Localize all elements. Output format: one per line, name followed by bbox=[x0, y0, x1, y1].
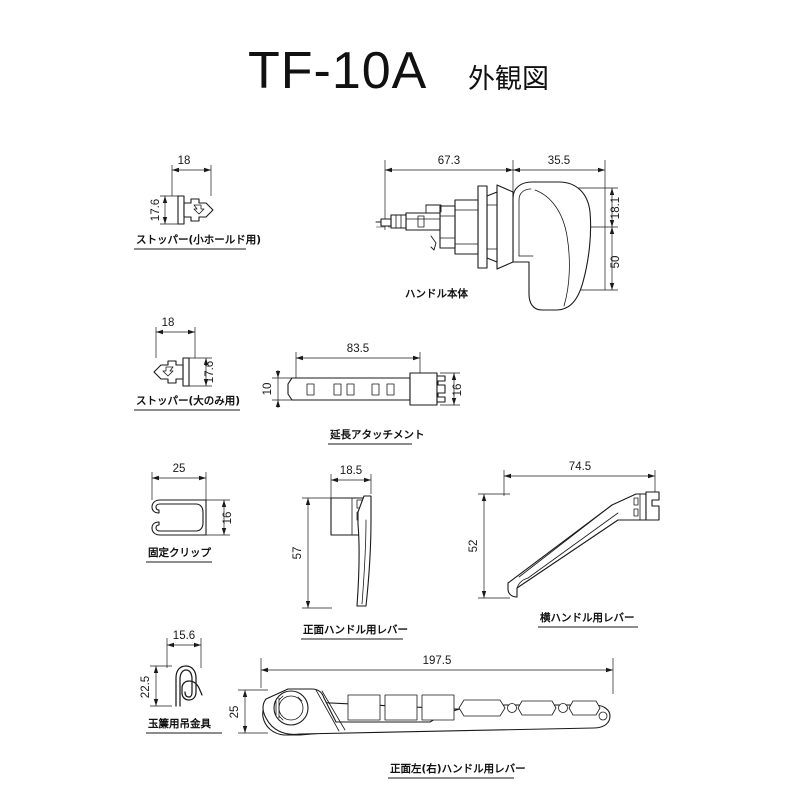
part-label: 延長アタッチメント bbox=[329, 428, 425, 441]
part-label: ストッパー(小ホールド用) bbox=[136, 233, 261, 246]
front-lever-geometry bbox=[330, 495, 372, 607]
dimension-lr-lever-length: 197.5 bbox=[260, 655, 614, 694]
dim-value: 67.3 bbox=[438, 155, 460, 167]
handle-base-geometry bbox=[477, 184, 514, 270]
handle-hex-body bbox=[439, 199, 479, 255]
dim-value: 16 bbox=[222, 512, 234, 525]
part-hanging-bracket: 15.6 22.5 玉簾用吊金具 bbox=[140, 630, 222, 734]
part-label: 玉簾用吊金具 bbox=[148, 717, 211, 730]
handle-grip-geometry bbox=[512, 181, 592, 311]
dim-value: 83.5 bbox=[347, 343, 369, 355]
dimension-stopper-small-height: 17.6 bbox=[150, 195, 178, 225]
dimension-extension-head: 16 bbox=[440, 372, 464, 406]
part-stopper-small: 18 17.6 ストッパー(小ホールド用) bbox=[134, 155, 261, 250]
part-front-lr-handle-lever: 197.5 25 bbox=[229, 655, 614, 779]
dimension-stopper-small-width: 18 bbox=[171, 155, 212, 196]
dim-value: 50 bbox=[610, 256, 622, 269]
dim-value: 10 bbox=[262, 383, 274, 396]
part-extension-attachment: 83.5 10 16 bbox=[262, 343, 464, 445]
part-front-handle-lever: 18.5 57 正面ハンドル用レバー bbox=[292, 465, 408, 640]
dimension-handle-18: 18.1 bbox=[575, 187, 622, 228]
dimension-extension-length: 83.5 bbox=[295, 343, 421, 378]
dimension-handle-67: 67.3 bbox=[384, 155, 514, 230]
handle-spindle-geometry bbox=[375, 212, 441, 231]
dim-value: 18.5 bbox=[340, 465, 362, 477]
part-side-handle-lever: 74.5 52 横ハンドル bbox=[468, 461, 660, 628]
dim-value: 197.5 bbox=[423, 655, 452, 667]
part-label: ストッパー(大のみ用) bbox=[136, 394, 240, 407]
part-stopper-large: 18 17.6 ストッパー(大のみ用) bbox=[134, 317, 240, 411]
dim-value: 22.5 bbox=[140, 676, 152, 698]
part-label: 横ハンドル用レバー bbox=[540, 611, 635, 624]
dimension-stopper-large-height: 17.6 bbox=[189, 357, 216, 387]
dim-value: 17.6 bbox=[204, 361, 216, 383]
extension-geometry bbox=[287, 372, 446, 406]
dimension-side-lever-width: 74.5 bbox=[503, 461, 656, 496]
lr-lever-geometry bbox=[262, 688, 611, 736]
dimension-clip-width: 25 bbox=[151, 463, 207, 500]
side-lever-geometry bbox=[507, 491, 660, 598]
dimension-front-lever-height: 57 bbox=[292, 497, 332, 609]
part-label: 正面ハンドル用レバー bbox=[303, 624, 408, 636]
dimension-bracket-height: 22.5 bbox=[140, 665, 172, 707]
stopper-small-geometry bbox=[177, 195, 214, 225]
dim-value: 18 bbox=[178, 155, 191, 167]
dim-value: 35.5 bbox=[548, 155, 570, 167]
clip-geometry bbox=[151, 499, 207, 536]
dim-value: 18 bbox=[162, 317, 175, 329]
dimension-stopper-large-width: 18 bbox=[155, 317, 196, 358]
dimension-lr-lever-height: 25 bbox=[229, 689, 268, 734]
dimension-handle-35: 35.5 bbox=[513, 155, 606, 290]
dimension-clip-height: 16 bbox=[206, 499, 234, 536]
dimension-front-lever-width: 18.5 bbox=[330, 465, 372, 500]
dimension-extension-thickness: 10 bbox=[262, 370, 292, 408]
dim-value: 18.1 bbox=[610, 197, 622, 219]
part-handle-body: 67.3 35.5 18.1 bbox=[375, 155, 622, 311]
handle-catch-detail bbox=[425, 204, 442, 251]
stopper-large-geometry bbox=[153, 357, 190, 387]
part-label: ハンドル本体 bbox=[405, 287, 468, 300]
title-block: TF-10A 外観図 bbox=[248, 42, 549, 100]
dim-value: 52 bbox=[468, 540, 480, 553]
hanging-bracket-geometry bbox=[175, 665, 203, 707]
dimension-bracket-width: 15.6 bbox=[166, 630, 202, 668]
dim-value: 15.6 bbox=[173, 630, 195, 642]
part-label: 固定クリップ bbox=[148, 546, 211, 559]
dim-value: 16 bbox=[452, 384, 464, 397]
dim-value: 74.5 bbox=[569, 461, 591, 473]
dimension-side-lever-height: 52 bbox=[468, 493, 510, 599]
dim-value: 25 bbox=[229, 706, 241, 719]
page-subtitle: 外観図 bbox=[468, 64, 549, 95]
part-label: 正面左(右)ハンドル用レバー bbox=[390, 762, 526, 775]
page-title: TF-10A bbox=[248, 42, 427, 100]
dimension-handle-50: 50 bbox=[575, 227, 622, 291]
dim-value: 17.6 bbox=[150, 199, 162, 221]
dim-value: 57 bbox=[292, 547, 304, 560]
part-fixing-clip: 25 16 固定クリップ bbox=[146, 463, 234, 563]
dim-value: 25 bbox=[173, 463, 186, 475]
